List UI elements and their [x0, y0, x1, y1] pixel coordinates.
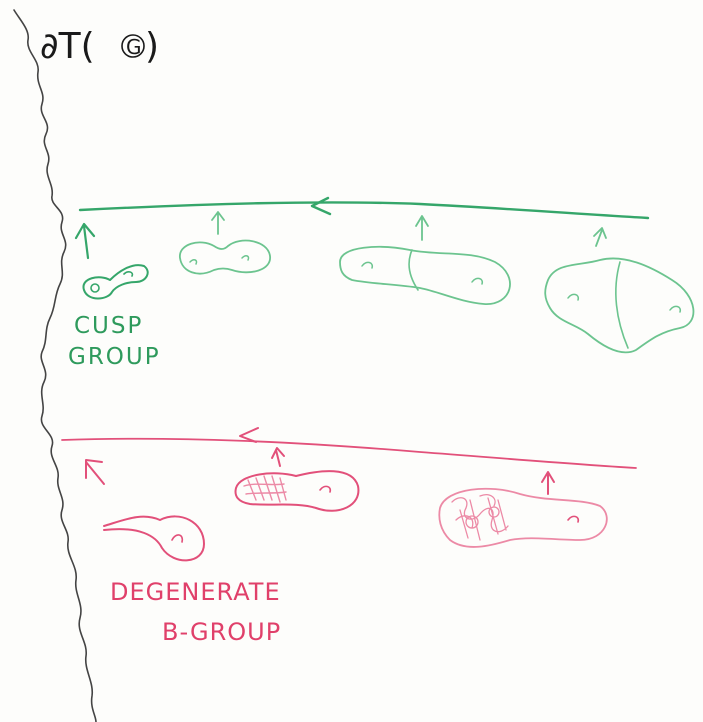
degenerate-group-layer: DEGENERATE B-GROUP [61, 427, 637, 646]
cusp-puncture-1 [90, 283, 100, 293]
cusp-group-layer: CUSP GROUP [68, 196, 695, 370]
boundary-label-text: ∂T( [40, 26, 95, 67]
degenerate-label-line1: DEGENERATE [110, 578, 281, 606]
degenerate-boundary-arrow [85, 459, 105, 485]
degenerate-line-arrowhead [239, 427, 259, 443]
degenerate-handle-2 [319, 485, 332, 493]
cusp-limit-line [78, 201, 650, 220]
boundary-label-close: ) [145, 26, 159, 67]
cusp-arrow-4 [593, 227, 607, 247]
degenerate-handle-1 [171, 534, 184, 543]
cusp-handle-4b [669, 305, 682, 313]
cusp-line-arrowhead [310, 196, 332, 216]
degenerate-limit-line [61, 437, 637, 469]
cusp-boundary-arrow [74, 222, 96, 260]
cusp-arrow-3 [415, 215, 429, 241]
cusp-surface-large [544, 257, 695, 354]
cusp-arrow-2 [211, 211, 225, 235]
degenerate-hatching-3 [451, 494, 509, 541]
cusp-handle-2a [189, 259, 198, 265]
degenerate-surface-3 [438, 487, 608, 548]
degenerate-hatching-2 [243, 475, 287, 503]
cusp-handle-3b [471, 277, 484, 285]
circled-g-outline [121, 34, 145, 58]
cusp-group-label-line1: CUSP [74, 313, 143, 339]
cusp-handle-4a [567, 293, 580, 301]
degenerate-label-line2: B-GROUP [162, 618, 281, 646]
cusp-surface-pinched [179, 239, 271, 275]
cusp-surface-medium [339, 246, 511, 305]
cusp-handle-1 [123, 271, 134, 277]
degenerate-arrow-2 [271, 447, 285, 467]
cusp-handle-3a [361, 261, 374, 269]
cusp-surface-small [82, 264, 149, 300]
degenerate-arrow-3 [541, 471, 555, 495]
cusp-curve-3 [408, 249, 419, 291]
boundary-wavy-line [13, 9, 97, 722]
degenerate-handle-3 [567, 515, 580, 523]
circled-g-letter: G [126, 35, 142, 59]
cusp-handle-2b [241, 255, 250, 261]
cusp-group-label-line2: GROUP [68, 344, 161, 370]
degenerate-surface-2 [234, 470, 360, 512]
degenerate-surface-1 [103, 515, 205, 562]
cusp-curve-4 [615, 261, 629, 349]
boundary-label: ∂T( G ) [40, 26, 159, 67]
